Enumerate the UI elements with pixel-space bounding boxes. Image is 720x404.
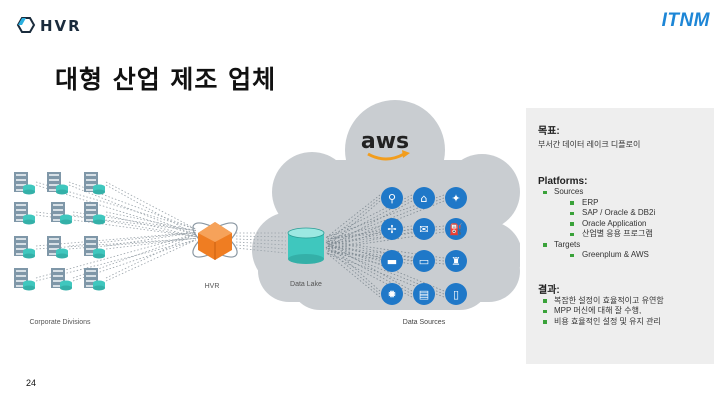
building-icon: [47, 172, 68, 195]
factory-icon: ♜: [445, 250, 467, 272]
page-number: 24: [26, 378, 37, 388]
hvr-hub: [192, 222, 238, 260]
building-icon: [14, 236, 35, 259]
platforms-heading: Platforms:: [538, 176, 588, 187]
goal-text: 부서간 데이터 레이크 디플로이: [538, 140, 641, 149]
hvr-logo-text: HVR: [40, 17, 82, 35]
building-icon: [51, 268, 72, 291]
source-item: 산업별 응용 프로그램: [538, 229, 702, 240]
bus-icon: ▤: [413, 283, 435, 305]
building-icon: [84, 202, 105, 225]
svg-text:▬: ▬: [387, 255, 397, 268]
sources-label: Sources: [538, 187, 702, 198]
result-item: MPP 머신에 대해 잘 수행,: [538, 306, 702, 317]
architecture-diagram-svg: aws Corporate Divisions HVR Data Lake: [14, 100, 522, 326]
data-lake-cylinder: [287, 227, 325, 264]
hvr-hub-label: HVR: [205, 283, 220, 290]
svg-text:✉: ✉: [419, 223, 428, 236]
corporate-divisions-label: Corporate Divisions: [29, 319, 91, 326]
house-icon: ⌂: [413, 187, 435, 209]
hvr-logo: HVR: [14, 14, 104, 42]
chat-icon: ✉: [413, 218, 435, 240]
building-icon: [14, 268, 35, 291]
building-icon: [51, 202, 72, 225]
svg-text:✹: ✹: [387, 288, 396, 301]
division-flows: [35, 181, 197, 282]
platforms-list: Sources ERP SAP / Oracle & DB2i Oracle A…: [538, 187, 702, 261]
svg-text:⚲: ⚲: [388, 192, 396, 205]
fuel-pump-icon: ⛽: [445, 218, 467, 240]
svg-text:✢: ✢: [387, 223, 396, 236]
source-item: ERP: [538, 198, 702, 209]
car-icon: ▬: [381, 250, 403, 272]
result-item: 비용 효율적인 설정 및 유지 관리: [538, 317, 702, 328]
data-source-icons: ⚲ ⌂ ✦ ✢ ✉ ⛽ ▬ ▭ ♜ ✹ ▤ ▯: [381, 187, 467, 305]
goal-heading: 목표:: [538, 126, 560, 137]
building-icon: [14, 172, 35, 195]
svg-text:⌂: ⌂: [421, 192, 428, 205]
targets-label: Targets: [538, 240, 702, 251]
info-panel: 목표: 부서간 데이터 레이크 디플로이 Platforms: Sources …: [526, 108, 714, 364]
mobile-phone-icon: ▯: [445, 283, 467, 305]
wind-turbine-icon: ✢: [381, 218, 403, 240]
svg-text:▭: ▭: [419, 255, 429, 268]
architecture-diagram: aws Corporate Divisions HVR Data Lake: [0, 100, 522, 340]
data-sources-label: Data Sources: [403, 319, 446, 326]
hvr-flows: [235, 232, 287, 254]
hvr-logo-icon: HVR: [16, 17, 82, 35]
results-list: 복잡한 설정이 효율적이고 유연함 MPP 머신에 대해 잘 수행, 비용 효율…: [538, 296, 702, 328]
aws-arrow-icon: [402, 150, 410, 158]
building-icon: [84, 236, 105, 259]
building-icon: [14, 202, 35, 225]
svg-text:♜: ♜: [451, 255, 461, 268]
svg-text:✦: ✦: [451, 192, 460, 205]
svg-text:⛽: ⛽: [449, 223, 463, 236]
building-icon: [84, 172, 105, 195]
target-item: Greenplum & AWS: [538, 250, 702, 261]
monitor-icon: ▭: [413, 250, 435, 272]
lightbulb-icon: ✹: [381, 283, 403, 305]
svg-text:▯: ▯: [453, 288, 459, 301]
building-icon: [84, 268, 105, 291]
aws-logo-text: aws: [361, 129, 409, 154]
building-icon: [47, 236, 68, 259]
svg-text:▤: ▤: [419, 288, 429, 301]
bicycle-icon: ⚲: [381, 187, 403, 209]
slide-title: 대형 산업 제조 업체: [55, 65, 277, 94]
satellite-icon: ✦: [445, 187, 467, 209]
data-lake-label: Data Lake: [290, 281, 322, 288]
result-heading: 결과:: [538, 284, 560, 296]
source-item: SAP / Oracle & DB2i: [538, 208, 702, 219]
result-item: 복잡한 설정이 효율적이고 유연함: [538, 296, 702, 307]
corporate-divisions: [14, 172, 105, 291]
aws-smile-icon: [367, 152, 405, 161]
source-item: Oracle Application: [538, 219, 702, 230]
itnm-logo: ITNM: [661, 10, 710, 31]
